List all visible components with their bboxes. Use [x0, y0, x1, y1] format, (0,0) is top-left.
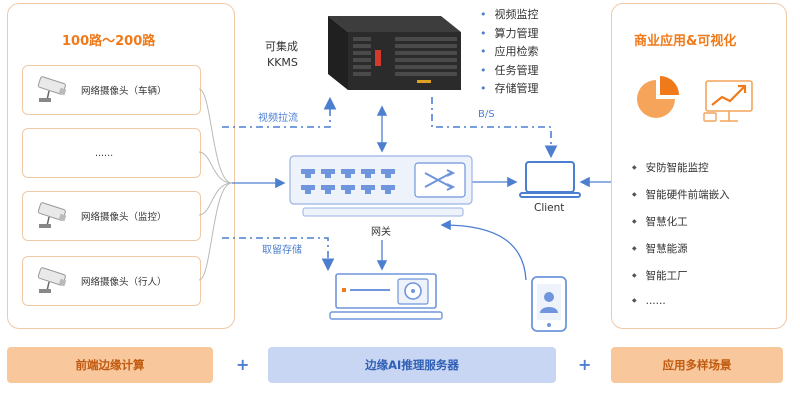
server-icon — [328, 16, 461, 90]
feature-list: 视频监控 算力管理 应用检索 任务管理 存储管理 — [480, 6, 539, 99]
bs-label: B/S — [478, 109, 495, 120]
scene-list: 安防智能监控 智能硬件前端嵌入 智慧化工 智慧能源 智能工厂 ...... — [632, 160, 730, 322]
client-label: Client — [534, 202, 565, 214]
phone-user-icon — [531, 276, 567, 332]
bottom-bar-edge-computing: 前端边缘计算 — [7, 347, 213, 383]
plus-sign: + — [578, 355, 592, 374]
feature-item: 视频监控 — [480, 6, 539, 25]
scene-item: 安防智能监控 — [632, 160, 730, 187]
gateway-label: 网关 — [371, 227, 391, 238]
pie-chart-icon — [637, 76, 679, 118]
kkms-line1: 可集成 — [265, 40, 298, 53]
feature-item: 算力管理 — [480, 25, 539, 44]
scene-item: 智能硬件前端嵌入 — [632, 187, 730, 214]
camera-box-placeholder: ...... — [22, 128, 201, 178]
camera-icon — [37, 76, 67, 102]
camera-box-monitor: 网络摄像头（监控） — [22, 191, 201, 241]
laptop-icon — [519, 161, 581, 198]
storage-label: 取留存储 — [262, 245, 302, 256]
switch-icon — [289, 155, 473, 217]
feature-item: 存储管理 — [480, 80, 539, 99]
kkms-line2: KKMS — [267, 56, 298, 69]
scene-item: ...... — [632, 295, 730, 322]
camera-icon — [37, 202, 67, 228]
camera-label: 网络摄像头（车辆） — [81, 86, 167, 97]
feature-item: 应用检索 — [480, 43, 539, 62]
bottom-bar-ai-server: 边缘AI推理服务器 — [268, 347, 556, 383]
camera-placeholder-label: ...... — [95, 147, 114, 159]
scene-item: 智慧化工 — [632, 214, 730, 241]
feature-item: 任务管理 — [480, 62, 539, 81]
camera-box-pedestrian: 网络摄像头（行人） — [22, 256, 201, 306]
left-panel-title: 100路～200路 — [62, 34, 156, 49]
camera-label: 网络摄像头（监控） — [81, 212, 167, 223]
camera-label: 网络摄像头（行人） — [81, 277, 167, 288]
video-pull-label: 视频拉流 — [258, 113, 298, 124]
camera-box-vehicle: 网络摄像头（车辆） — [22, 65, 201, 115]
storage-server-icon — [329, 273, 443, 320]
right-panel-title: 商业应用&可视化 — [634, 34, 737, 49]
bottom-bar-scenarios: 应用多样场景 — [611, 347, 783, 383]
camera-icon — [37, 267, 67, 293]
plus-sign: + — [236, 355, 250, 374]
scene-item: 智能工厂 — [632, 268, 730, 295]
scene-item: 智慧能源 — [632, 241, 730, 268]
trend-chart-icon — [703, 80, 753, 122]
